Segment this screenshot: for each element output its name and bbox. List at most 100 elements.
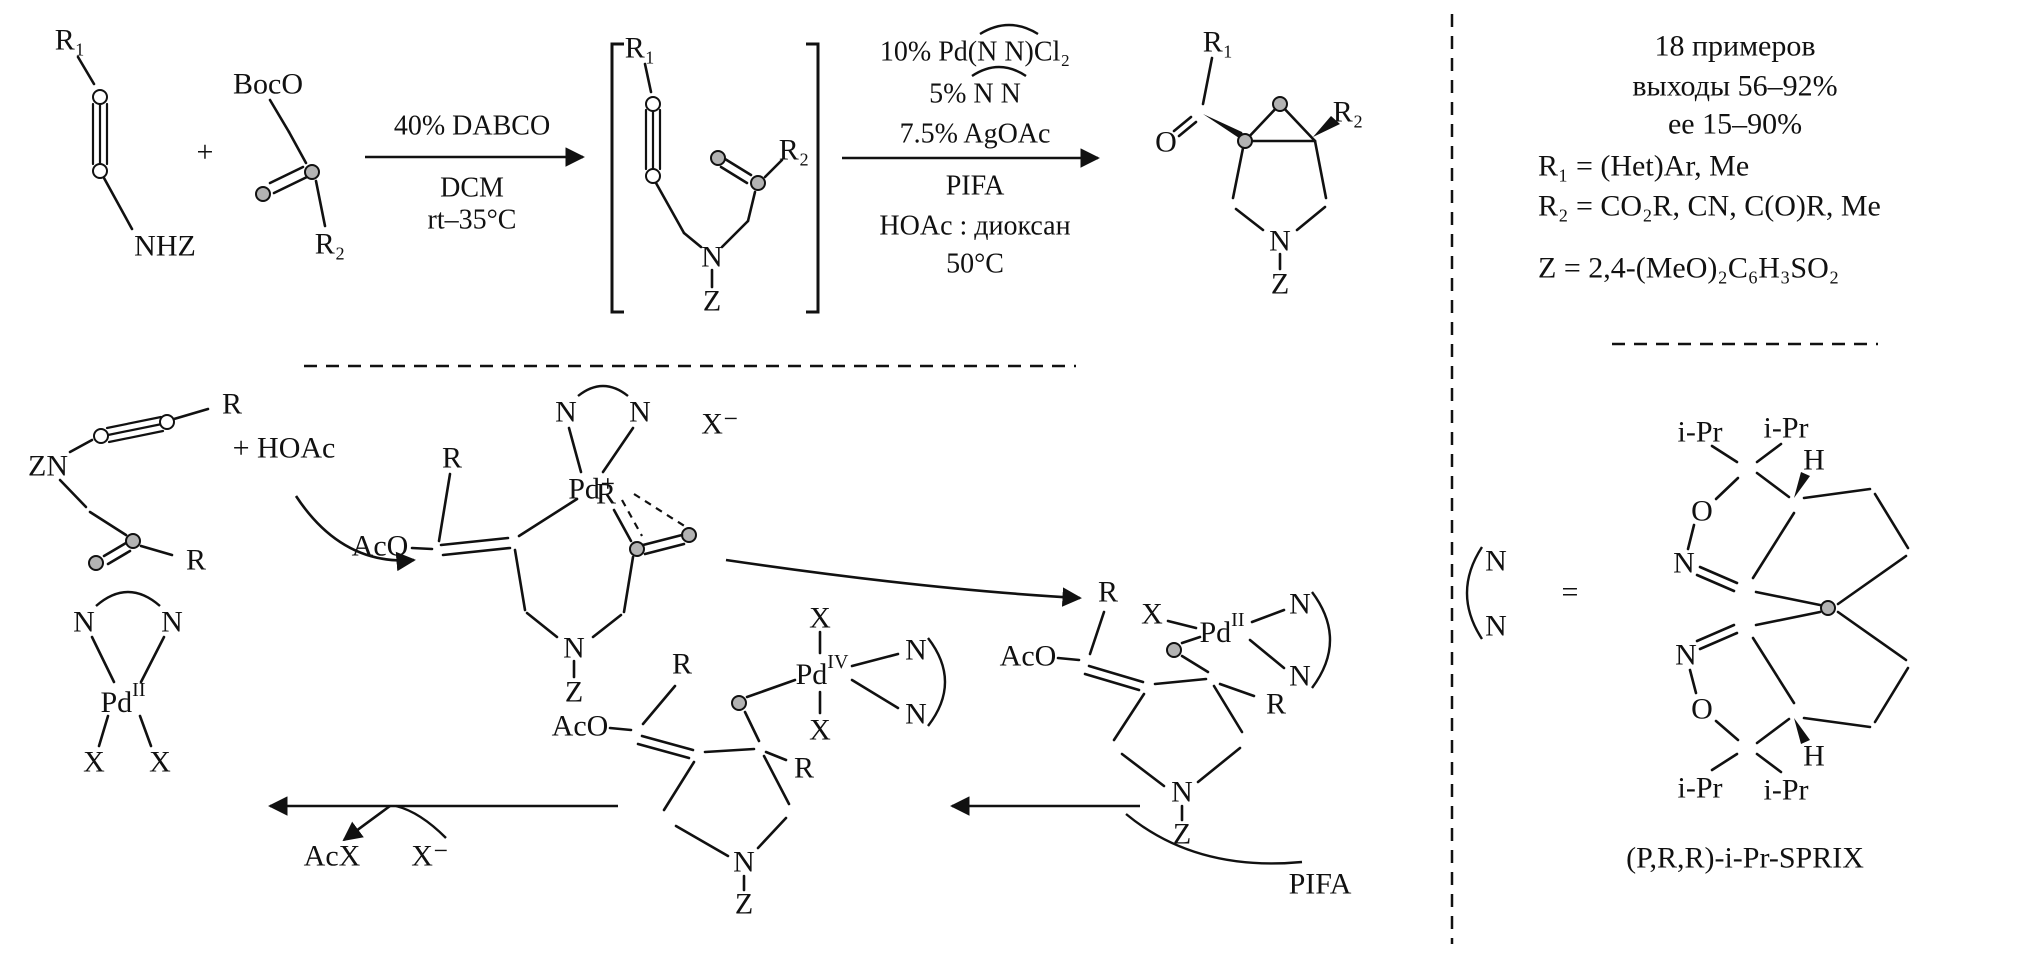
alkyne-carbon-dot bbox=[159, 414, 175, 430]
alkyne-carbon-dot bbox=[645, 96, 661, 112]
spiro-carbon-dot bbox=[1820, 600, 1836, 616]
reductive-elimination-step: AcX X⁻ bbox=[268, 796, 618, 873]
bracketed-intermediate: R₁ N Z R₂ bbox=[610, 32, 820, 318]
acx-release-curve bbox=[342, 804, 391, 842]
pd-alkene-coordination bbox=[621, 499, 643, 537]
mechanism-substrate: ZN R R + HOAc bbox=[28, 388, 335, 577]
boco-label: BocO bbox=[233, 68, 303, 101]
r1-substituent-label: R₁ bbox=[1203, 26, 1233, 59]
z-definition: Z = 2,4-(MeO)₂C₆H₃SO₂ bbox=[1538, 252, 1839, 285]
bold-wedge bbox=[1313, 116, 1340, 137]
pifa-oxidation-step: PIFA bbox=[950, 796, 1352, 901]
alkyne-carbon-dot bbox=[92, 163, 108, 179]
z-group-label: Z bbox=[565, 676, 583, 709]
z-group-label: Z bbox=[1173, 818, 1191, 851]
ligand-n-top-label: N bbox=[1485, 545, 1507, 578]
intermediate-1-acetoxypalladation: N N Pd⁺ X⁻ R AcO R N Z bbox=[352, 384, 739, 709]
cyclopropane-carbon-dot bbox=[1272, 96, 1288, 112]
product-structure: R₁ O N Z R₂ bbox=[1155, 26, 1363, 301]
ligand-n-label: N bbox=[629, 396, 651, 429]
acx-label: AcX bbox=[304, 840, 361, 873]
pd-center-label: PdIV bbox=[796, 651, 849, 691]
counterion-label: X⁻ bbox=[701, 408, 739, 441]
carbonyl-oxygen-label: O bbox=[1155, 126, 1177, 159]
ligand-n-label: N bbox=[555, 396, 577, 429]
allene-carbon-dot bbox=[125, 533, 141, 549]
x-ligand-label: X bbox=[1141, 598, 1163, 631]
plus-hoac-label: + HOAc bbox=[233, 432, 336, 465]
conditions-pifa: PIFA bbox=[946, 171, 1005, 202]
x-ligand-label: X bbox=[149, 746, 171, 779]
nn-arc bbox=[95, 590, 161, 607]
int1-to-int2-arrow bbox=[725, 558, 1082, 607]
ligand-n-label: N bbox=[905, 698, 927, 731]
ligand-n-label: N bbox=[161, 606, 183, 639]
r2-definition: R₂ = CO₂R, CN, C(O)R, Me bbox=[1538, 190, 1881, 223]
r1-substituent-label: R₁ bbox=[55, 24, 85, 57]
r-substituent-label: R bbox=[222, 388, 242, 421]
nhz-label: NHZ bbox=[134, 230, 196, 263]
ipr-label: i-Pr bbox=[1764, 412, 1809, 445]
z-group-label: Z bbox=[735, 888, 753, 921]
r-substituent-label: R bbox=[672, 648, 692, 681]
ligand-n-label: N bbox=[905, 634, 927, 667]
ligand-n-label: N bbox=[1289, 588, 1311, 621]
x-ligand-label: X bbox=[809, 714, 831, 747]
r-substituent-label: R bbox=[1266, 688, 1286, 721]
reaction-arrow-2: 10% Pd(N N)Cl₂ 5% N N 7.5% AgOAc PIFA HO… bbox=[842, 23, 1100, 280]
reactant-1: R₁ NHZ bbox=[55, 24, 196, 263]
ligand-n-label: N bbox=[1289, 660, 1311, 693]
pifa-merge-curve bbox=[1125, 813, 1303, 865]
intermediate-3-pd-iv: AcO R PdIV X X N N R N Z bbox=[552, 602, 947, 921]
aco-group-label: AcO bbox=[352, 530, 409, 563]
ligand-n-label: N bbox=[73, 606, 95, 639]
ligand-n-bottom-label: N bbox=[1485, 610, 1507, 643]
ring-nitrogen-label: N bbox=[701, 241, 723, 274]
conditions-ligand: 5% N N bbox=[929, 79, 1021, 110]
nn-arc bbox=[971, 65, 1027, 78]
pd-center-label: PdII bbox=[100, 679, 145, 719]
conditions-dcm: DCM bbox=[440, 173, 504, 204]
nn-arc bbox=[979, 23, 1039, 36]
plus-sign: + bbox=[197, 136, 214, 169]
r-substituent-label: R bbox=[186, 544, 206, 577]
conditions-temp: rt–35°C bbox=[428, 205, 517, 236]
conditions-pd-catalyst: 10% Pd(N N)Cl₂ bbox=[880, 37, 1070, 68]
ring-nitrogen-label: N bbox=[733, 846, 755, 879]
ipr-label: i-Pr bbox=[1678, 416, 1723, 449]
conditions-solvent: HOAc : диоксан bbox=[879, 211, 1070, 242]
nn-arc bbox=[927, 637, 947, 727]
r-substituent-label: R bbox=[1098, 576, 1118, 609]
r1-substituent-label: R₁ bbox=[625, 32, 655, 65]
ligand-definition: N N = bbox=[1465, 545, 1579, 643]
zn-label: ZN bbox=[28, 450, 68, 483]
ring-nitrogen-label: N bbox=[1269, 225, 1291, 258]
nn-arc bbox=[577, 384, 629, 397]
reaction-arrow-1: 40% DABCO DCM rt–35°C bbox=[365, 111, 585, 236]
isoxazoline-nitrogen-label: N bbox=[1675, 639, 1697, 672]
x-anion-entry-curve bbox=[395, 804, 447, 839]
ipr-label: i-Pr bbox=[1678, 772, 1723, 805]
ligand-name-caption: (P,R,R)-i-Pr-SPRIX bbox=[1626, 842, 1864, 875]
x-ligand-label: X bbox=[809, 602, 831, 635]
isoxazoline-oxygen-label: O bbox=[1691, 495, 1713, 528]
yields-range: выходы 56–92% bbox=[1632, 70, 1837, 103]
intermediate-2-aminopalladation: AcO R X PdII N N R N Z bbox=[1000, 576, 1332, 851]
isoxazoline-nitrogen-label: N bbox=[1673, 547, 1695, 580]
alkyne-carbon-dot bbox=[645, 168, 661, 184]
substrate-to-int1-arrow bbox=[294, 495, 416, 572]
examples-count: 18 примеров bbox=[1654, 30, 1815, 63]
ipr-label: i-Pr bbox=[1764, 774, 1809, 807]
r-substituent-label: R bbox=[596, 478, 616, 511]
results-summary: 18 примеров выходы 56–92% ee 15–90% R₁ =… bbox=[1538, 30, 1881, 285]
r-substituent-label: R bbox=[794, 752, 814, 785]
reactant-2: BocO R₂ bbox=[233, 68, 345, 261]
ring-nitrogen-label: N bbox=[563, 632, 585, 665]
equals-sign: = bbox=[1562, 576, 1579, 609]
r2-substituent-label: R₂ bbox=[315, 228, 345, 261]
allene-carbon-dot bbox=[255, 186, 271, 202]
alkyne-carbon-dot bbox=[92, 89, 108, 105]
aco-group-label: AcO bbox=[1000, 640, 1057, 673]
pifa-label: PIFA bbox=[1289, 868, 1352, 901]
